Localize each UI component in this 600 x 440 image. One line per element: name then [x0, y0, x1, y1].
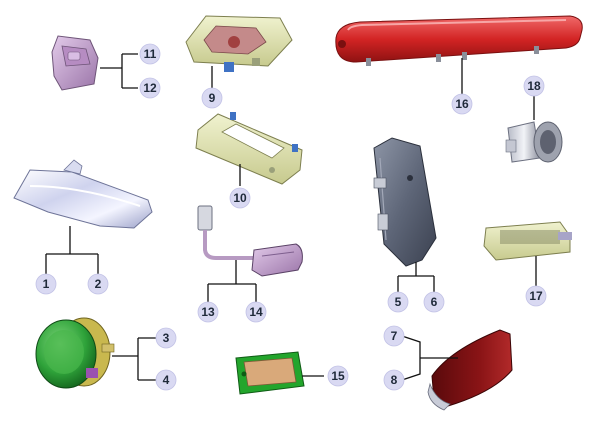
svg-text:1: 1 — [43, 277, 50, 291]
callout-14: 14 — [245, 301, 267, 323]
callout-8: 8 — [383, 369, 405, 391]
svg-text:17: 17 — [529, 289, 543, 303]
svg-text:10: 10 — [233, 191, 247, 205]
callout-15: 15 — [327, 365, 349, 387]
svg-text:18: 18 — [527, 79, 541, 93]
callout-7: 7 — [383, 325, 405, 347]
svg-text:3: 3 — [163, 331, 170, 345]
reflector-part — [427, 329, 513, 411]
licence-lamp-part — [235, 351, 305, 395]
callout-18: 18 — [523, 75, 545, 97]
leader-3-4 — [112, 337, 156, 381]
leader-5-6 — [397, 262, 435, 294]
svg-text:2: 2 — [95, 277, 102, 291]
callout-3: 3 — [155, 327, 177, 349]
plate-lamp-lens-part — [483, 221, 572, 261]
callout-12: 12 — [139, 77, 161, 99]
plate-lamp-bracket-part — [195, 112, 303, 185]
leader-11-12 — [100, 53, 138, 89]
leader-7-8 — [401, 335, 458, 381]
callout-1: 1 — [35, 273, 57, 295]
svg-text:14: 14 — [249, 305, 263, 319]
plate-lamp-housing-part — [185, 15, 293, 72]
svg-text:13: 13 — [201, 305, 215, 319]
callout-11: 11 — [139, 43, 161, 65]
high-mount-stop-lamp-part — [335, 15, 583, 66]
chrome-bezel-part — [13, 159, 153, 229]
callout-10: 10 — [229, 187, 251, 209]
leader-1-2 — [45, 226, 99, 274]
svg-text:12: 12 — [143, 81, 157, 95]
svg-text:9: 9 — [209, 91, 216, 105]
svg-text:15: 15 — [331, 369, 345, 383]
callout-17: 17 — [525, 285, 547, 307]
switch-part — [51, 35, 99, 91]
harness-lamp-part — [197, 205, 303, 277]
leader-13-14 — [207, 260, 257, 304]
callout-6: 6 — [423, 291, 445, 313]
callout-4: 4 — [155, 369, 177, 391]
callout-5: 5 — [387, 291, 409, 313]
svg-text:5: 5 — [395, 295, 402, 309]
rear-lamp-body-part — [373, 137, 437, 267]
svg-text:16: 16 — [455, 97, 469, 111]
lamp-socket-part — [505, 121, 563, 163]
fog-lamp-part — [35, 317, 115, 389]
svg-text:6: 6 — [431, 295, 438, 309]
callout-13: 13 — [197, 301, 219, 323]
svg-text:7: 7 — [391, 329, 398, 343]
svg-text:4: 4 — [163, 373, 170, 387]
svg-text:8: 8 — [391, 373, 398, 387]
callout-2: 2 — [87, 273, 109, 295]
svg-text:11: 11 — [144, 47, 157, 61]
callout-9: 9 — [201, 87, 223, 109]
callout-16: 16 — [451, 93, 473, 115]
